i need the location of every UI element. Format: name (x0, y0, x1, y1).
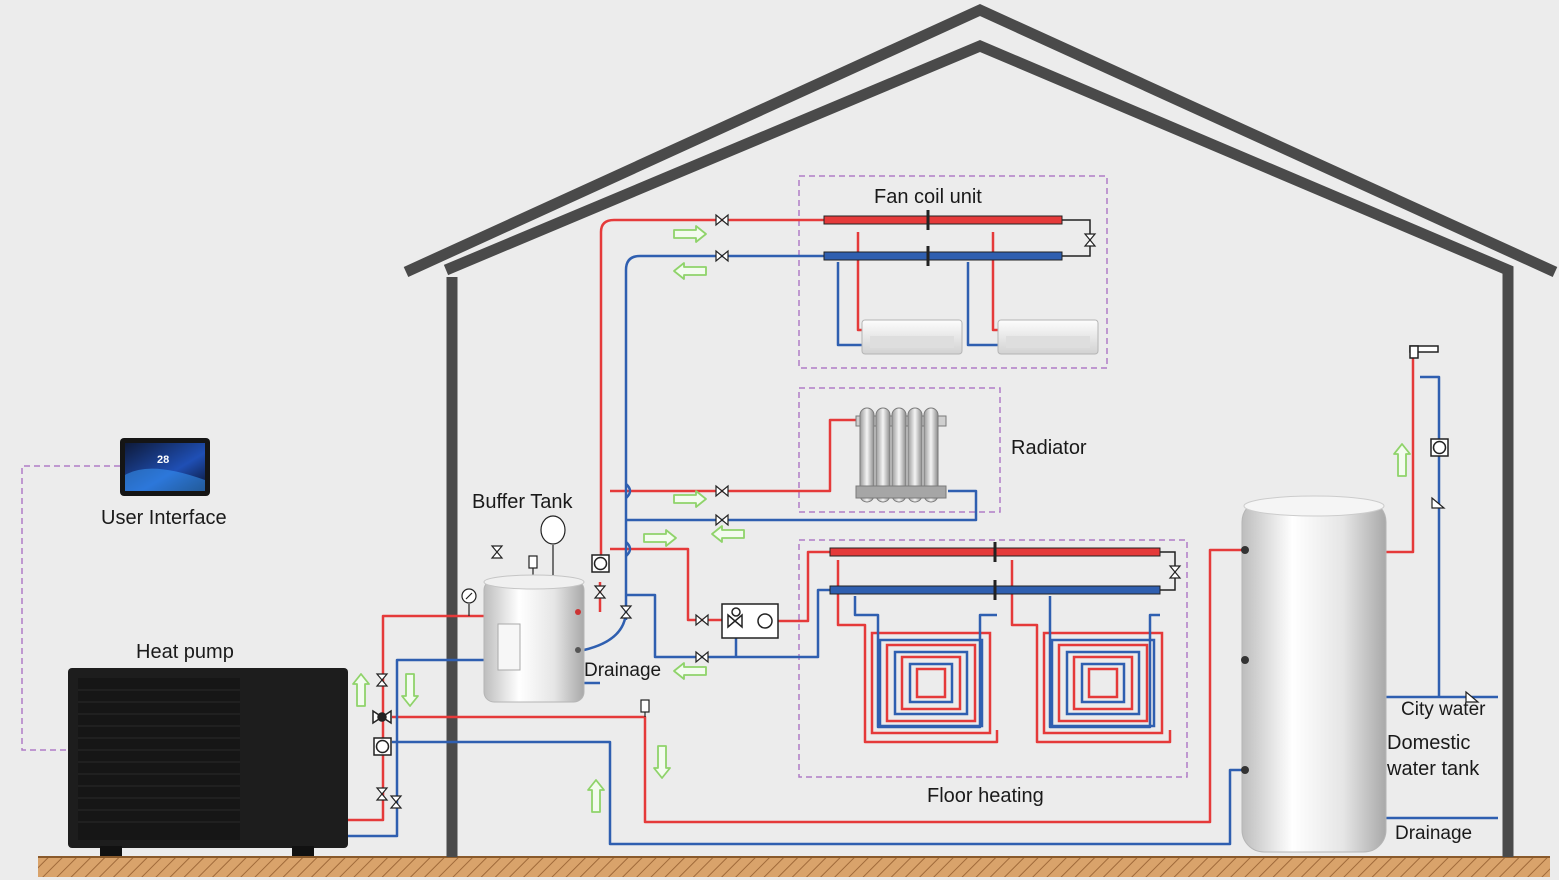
label-drainage-tank: Drainage (1395, 823, 1473, 844)
temp-sensor-return (640, 699, 650, 717)
label-user-interface: User Interface (101, 507, 227, 529)
label-drainage-buffer: Drainage (584, 660, 662, 681)
manifolds (823, 210, 1176, 600)
valve-city-inlet (1465, 690, 1480, 703)
radiator-unit (855, 407, 947, 503)
label-domestic-water-tank-line2: water tank (1387, 758, 1480, 780)
fan-coil-zone (798, 175, 1108, 369)
valve-rad-supply (715, 484, 729, 498)
expansion-vessel (540, 515, 566, 580)
sensors (461, 515, 650, 717)
valve-buffer-top (490, 545, 504, 559)
heat-pump-unit (68, 668, 348, 856)
zone-frames (21, 175, 1188, 778)
valve-fcu-return (715, 249, 729, 263)
domestic-water-tank (1241, 495, 1387, 853)
pump-buffer (591, 554, 610, 573)
radiator-zone (798, 387, 1001, 513)
valve-hp-1 (375, 787, 389, 801)
valve-floor-bypass (1168, 565, 1182, 579)
label-domestic-water-tank-line1: Domestic (1387, 732, 1471, 754)
valve-city-water (1431, 496, 1446, 509)
pump-dhw (1430, 438, 1449, 457)
valve-rad-return (715, 513, 729, 527)
valve-buffer-out (593, 585, 607, 599)
label-heat-pump: Heat pump (136, 641, 234, 663)
fan-coil-units (861, 319, 1099, 355)
cold-pipes (348, 254, 1498, 846)
label-buffer-tank: Buffer Tank (472, 491, 573, 513)
valve-fcu-bypass (1083, 233, 1097, 247)
label-city-water: City water (1401, 699, 1486, 720)
valves (375, 213, 1480, 809)
valve-hp-3 (375, 673, 389, 687)
buffer-tank (483, 574, 585, 703)
pipe-crossovers (625, 483, 632, 557)
house-outline (403, 3, 1558, 857)
fcu-supply-manifold (823, 215, 1063, 225)
controller-display-value: 28 (157, 454, 170, 466)
fcu-return-manifold (823, 251, 1063, 261)
valve-buffer-return (619, 605, 633, 619)
pressure-gauge (461, 588, 477, 616)
floor-heating-zone (798, 539, 1188, 778)
label-fan-coil-unit: Fan coil unit (874, 186, 982, 208)
floor-coil-blue (878, 638, 1156, 728)
pump-hp (373, 737, 392, 756)
valve-hp-2 (389, 795, 403, 809)
ground (38, 856, 1550, 877)
controller-device (120, 438, 210, 496)
pumps (372, 438, 1449, 756)
floor-coil-red (870, 631, 1164, 735)
faucet-icon (1409, 345, 1439, 359)
valve-floor-supply (695, 613, 709, 627)
valve-fcu-supply (715, 213, 729, 227)
hot-pipes (348, 218, 1415, 824)
label-floor-heating: Floor heating (927, 785, 1044, 807)
valve-floor-return (695, 650, 709, 664)
control-wire (21, 465, 120, 751)
label-radiator: Radiator (1011, 437, 1087, 459)
mixing-station (721, 603, 779, 639)
three-way-valve-hp (372, 709, 392, 725)
flow-arrows (352, 225, 1411, 813)
